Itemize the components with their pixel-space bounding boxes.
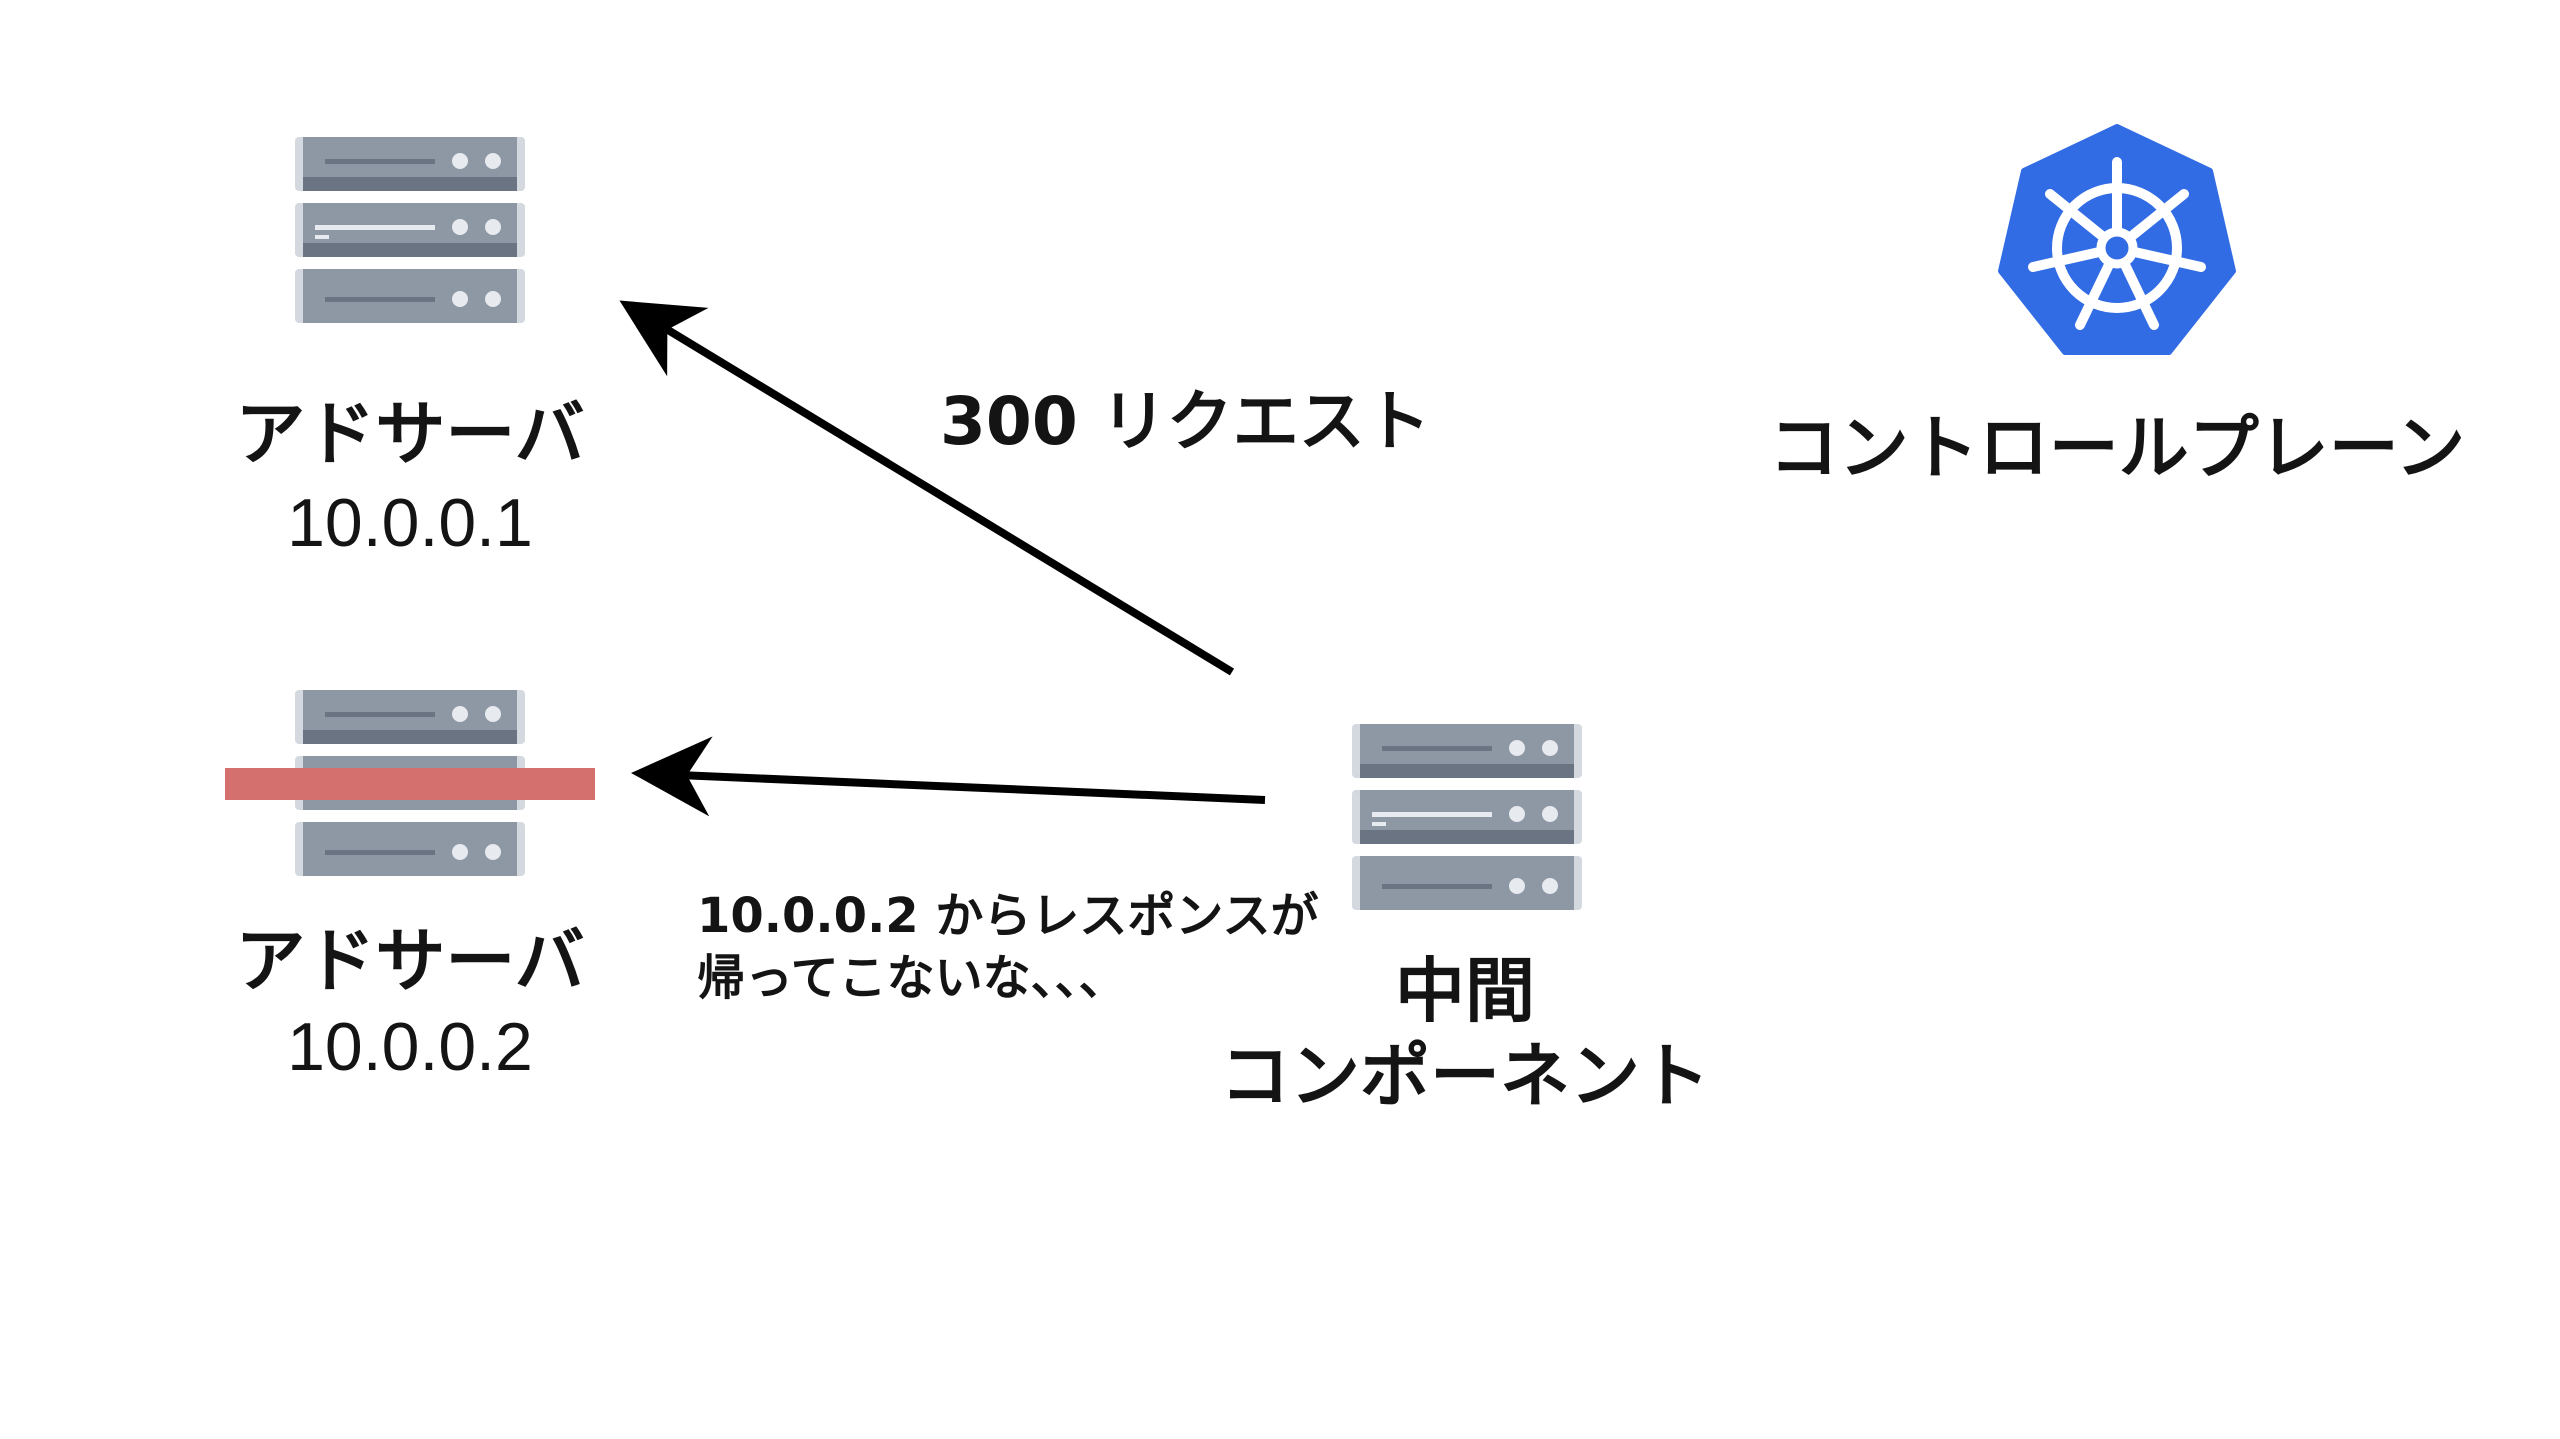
middle-component-name-line1: 中間 (1395, 950, 1535, 1032)
middle-component-name-line2: コンポーネント (1220, 1035, 1710, 1117)
request-count-label: 300 リクエスト (940, 383, 1431, 460)
server-icon (295, 137, 525, 323)
kubernetes-icon (1998, 124, 2236, 355)
no-response-label-line1: 10.0.0.2 からレスポンスが (697, 888, 1319, 944)
ad-server-1-name: アドサーバ (235, 393, 585, 475)
server-icon (1352, 724, 1582, 910)
control-plane-label: コントロールプレーン (1768, 407, 2466, 489)
failed-request-arrow (631, 736, 1266, 817)
ad-server-2-ip: 10.0.0.2 (287, 1009, 533, 1085)
request-arrow (619, 300, 1235, 676)
ad-server-2-name: アドサーバ (235, 920, 585, 1002)
no-response-label-line2: 帰ってこないな、、、 (697, 950, 1127, 1006)
ad-server-1-ip: 10.0.0.1 (287, 485, 533, 561)
failure-bar (225, 768, 595, 800)
